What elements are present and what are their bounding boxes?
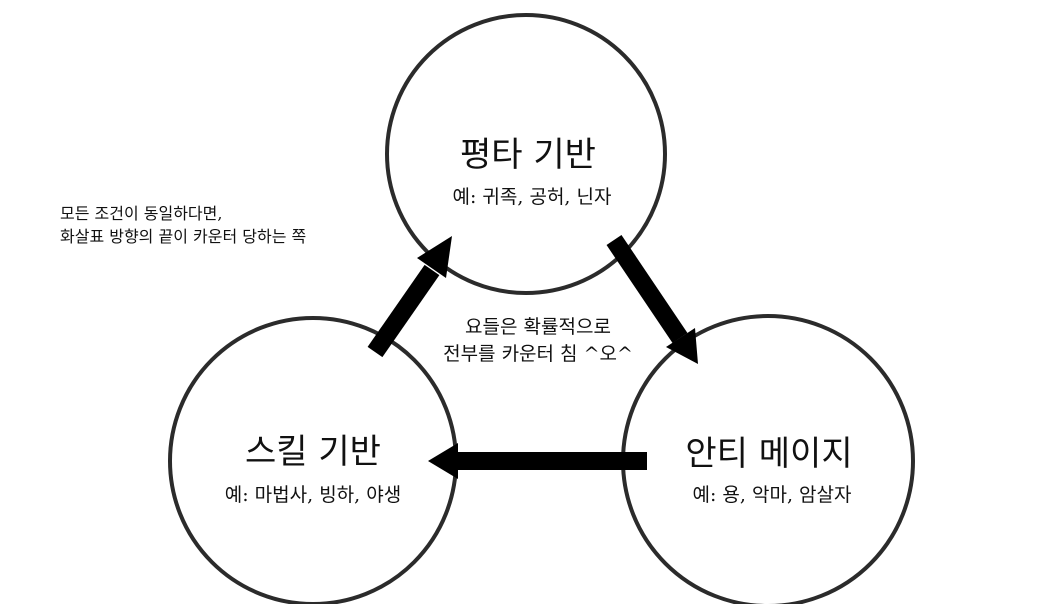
arrow-right-to-left <box>428 443 647 479</box>
node-right-example: 예: 용, 악마, 암살자 <box>693 484 852 506</box>
node-top-example: 예: 귀족, 공허, 닌자 <box>453 186 612 208</box>
arrow-top-to-right <box>606 234 698 364</box>
node-top-title: 평타 기반 <box>460 135 596 175</box>
center-note-line-2: 전부를 카운터 침 ^오^ <box>443 343 633 365</box>
node-left-title: 스킬 기반 <box>245 432 381 472</box>
note-line-2: 화살표 방향의 끝이 카운터 당하는 쪽 <box>60 227 306 246</box>
center-note-line-1: 요들은 확률적으로 <box>465 316 611 338</box>
note-line-1: 모든 조건이 동일하다면, <box>60 204 222 223</box>
node-right-title: 안티 메이지 <box>685 434 852 474</box>
node-left-example: 예: 마법사, 빙하, 야생 <box>225 484 401 506</box>
node-circle-top <box>385 13 667 295</box>
arrow-left-to-top <box>367 236 452 358</box>
